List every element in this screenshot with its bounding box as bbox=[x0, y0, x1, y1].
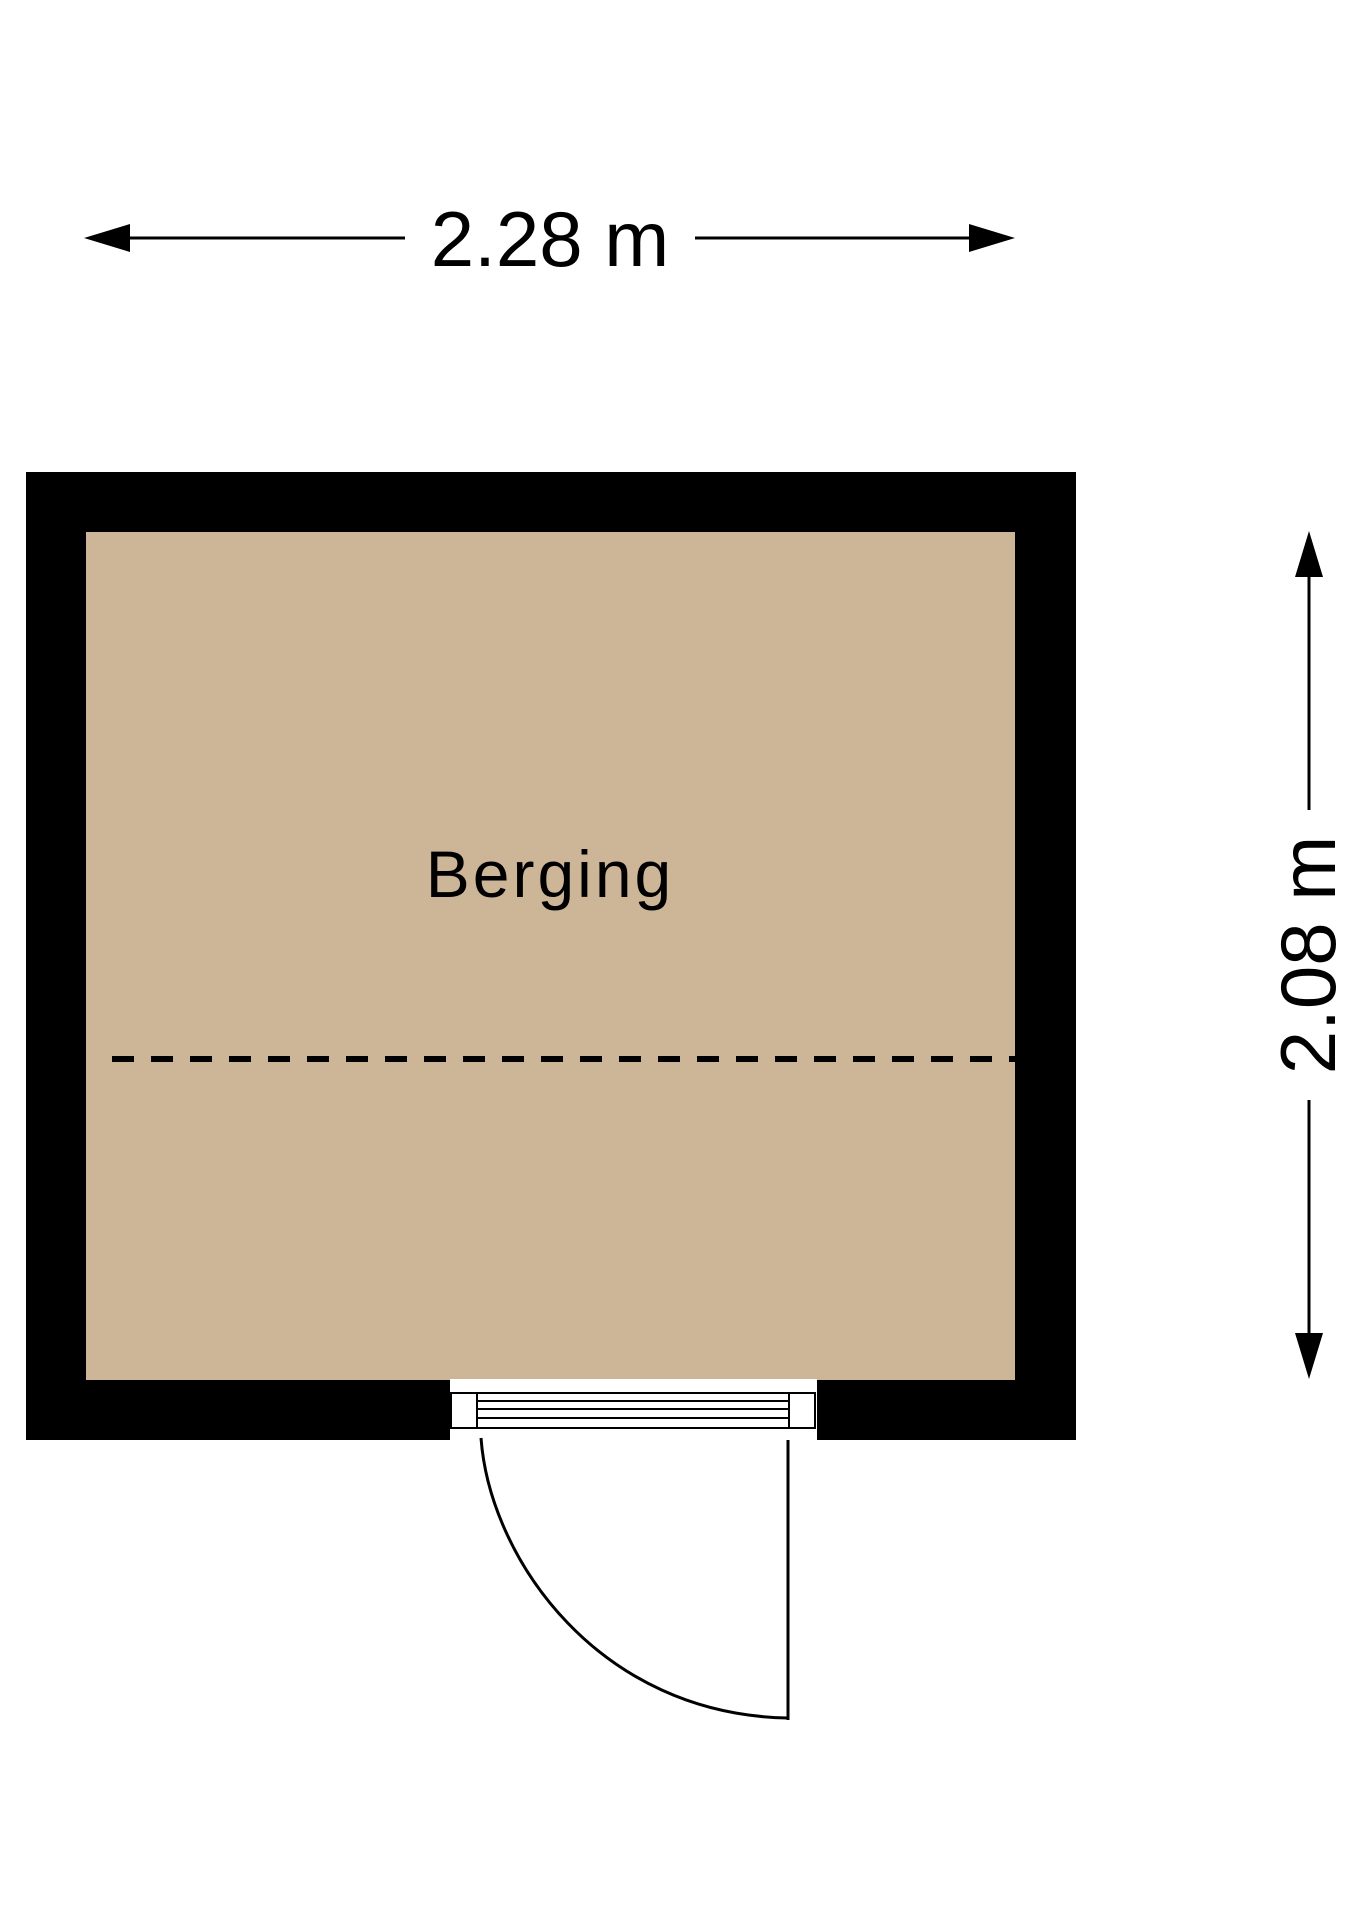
width-arrow-right-icon bbox=[969, 224, 1015, 252]
door-frame bbox=[450, 1392, 816, 1429]
height-dimension-label: 2.08 m bbox=[1264, 836, 1352, 1074]
height-dimension: 2.08 m bbox=[1264, 531, 1352, 1379]
door-swing-arc bbox=[479, 1437, 789, 1720]
room-walls bbox=[26, 472, 1076, 1441]
width-dimension-label: 2.28 m bbox=[431, 195, 669, 283]
height-arrow-up-icon bbox=[1295, 531, 1323, 577]
room-label: Berging bbox=[426, 837, 675, 911]
door bbox=[479, 1437, 790, 1720]
width-dimension: 2.28 m bbox=[84, 195, 1015, 283]
door-frame-outline bbox=[450, 1392, 816, 1429]
room-floor bbox=[86, 532, 1015, 1380]
height-arrow-down-icon bbox=[1295, 1333, 1323, 1379]
width-arrow-left-icon bbox=[84, 224, 130, 252]
